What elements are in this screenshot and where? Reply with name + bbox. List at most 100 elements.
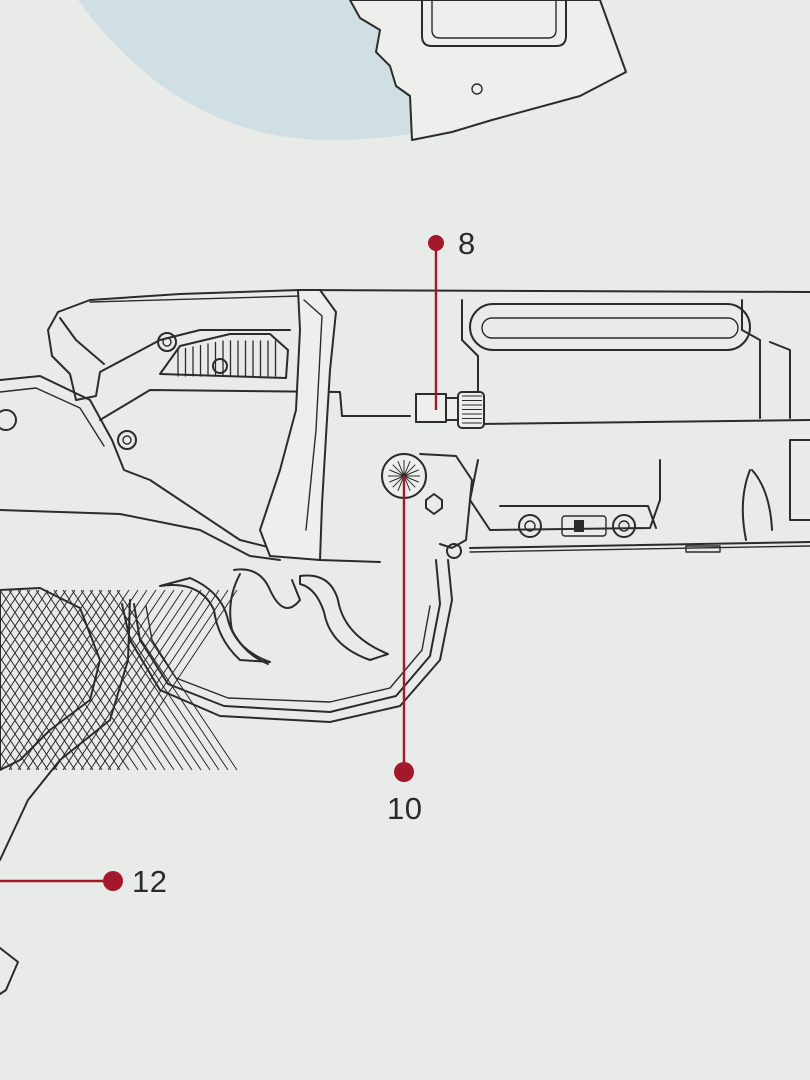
front-trigger: [159, 577, 271, 663]
hammer-outline: [47, 311, 291, 401]
hammer-plate-grooves: [177, 340, 277, 377]
bottom-tab: [685, 545, 721, 553]
set-trigger: [299, 574, 389, 661]
checker-line: [44, 589, 166, 771]
checker-line: [0, 589, 40, 650]
checker-line: [0, 724, 31, 771]
ejection-port: [469, 303, 751, 351]
slide-lever: [259, 289, 337, 561]
grip-frame-top-2: [0, 387, 105, 447]
ejection-port-inner: [481, 317, 739, 339]
receiver-right-block: [769, 341, 791, 419]
checker-line: [0, 589, 67, 690]
grip-back: [0, 599, 131, 861]
checker-line: [80, 589, 202, 771]
inset-part-outline: [349, 0, 627, 141]
checker-line: [0, 589, 94, 731]
checker-line: [53, 589, 175, 771]
callout-8-label: 8: [458, 226, 476, 261]
screw-collar: [445, 397, 459, 421]
lever-inner: [303, 299, 323, 531]
checker-line: [0, 697, 49, 771]
hex-nut: [425, 493, 443, 515]
receiver-top-inner: [89, 295, 301, 303]
callout-12-label: 12: [132, 864, 168, 899]
inset-pin-hole: [471, 83, 483, 95]
checker-line: [116, 589, 238, 771]
grip-checkering: [0, 589, 238, 771]
checker-line: [0, 629, 94, 771]
checker-line: [71, 589, 193, 771]
receiver-bottom-line-2: [469, 545, 810, 553]
screw-right: [612, 514, 636, 538]
pin-housing: [419, 453, 473, 549]
guard-pin: [446, 543, 462, 559]
screw-knurling: [462, 395, 482, 424]
inset-slot-inner: [431, 0, 557, 39]
cross-pin: [381, 453, 473, 559]
checker-line: [0, 589, 58, 677]
frame-lower-2: [99, 389, 411, 421]
receiver-right-step: [741, 299, 761, 419]
checker-line: [0, 683, 58, 771]
receiver-right-lower: [789, 439, 810, 521]
callout-8-dot: [428, 235, 444, 251]
rear-trigger: [233, 568, 301, 609]
hammer-spur: [59, 317, 105, 365]
adjustment-screw: [415, 391, 485, 429]
callout-10-dot: [394, 762, 414, 782]
trigger-guard-outer: [121, 559, 453, 723]
screw-left: [518, 514, 542, 538]
rear-screw: [0, 409, 17, 431]
checker-line: [0, 589, 76, 704]
hammer-plate: [159, 333, 289, 379]
receiver-lower-rail: [477, 419, 810, 425]
frame-screw: [117, 430, 137, 450]
checker-line: [17, 589, 139, 771]
screw-left-inner: [524, 520, 536, 532]
checker-line: [0, 589, 49, 663]
hammer-plate-outline: [159, 333, 289, 379]
inset-slot: [421, 0, 567, 47]
safety-switch: [518, 514, 636, 538]
lower-fragment: [0, 947, 19, 995]
checker-line: [98, 589, 220, 771]
screw-body: [415, 393, 447, 423]
trigger-group: [121, 559, 453, 723]
frame-screw-inner: [122, 435, 132, 445]
callout-10: [394, 476, 414, 782]
checker-line: [0, 589, 85, 717]
safety-switch-slider: [574, 520, 584, 532]
checker-line: [0, 589, 31, 636]
callout-8: [428, 235, 444, 410]
receiver-top-outline: [57, 289, 810, 313]
grip: [0, 587, 238, 861]
lever-outline: [259, 289, 337, 561]
checker-line: [0, 589, 121, 771]
checker-line: [0, 589, 22, 623]
hammer-pin-inner: [162, 337, 172, 347]
checker-line: [0, 737, 22, 771]
safety-plate: [499, 505, 657, 529]
hammer-plate-screw: [212, 358, 228, 374]
receiver-right-curve: [741, 469, 773, 541]
ejection-port-outer: [469, 303, 751, 351]
callout-12-dot: [103, 871, 123, 891]
callout-12: [0, 871, 123, 891]
trigger-guard-inner: [133, 559, 441, 713]
callout-10-label: 10: [387, 791, 423, 826]
receiver-front-step: [461, 299, 479, 425]
hammer-assembly: [0, 311, 411, 563]
safety-switch-housing: [561, 515, 607, 537]
trigger-curve-2: [229, 573, 269, 665]
checker-line: [0, 710, 40, 771]
receiver-mid-housing: [469, 459, 661, 531]
checker-line: [0, 589, 103, 744]
checker-line: [89, 589, 211, 771]
checker-line: [107, 589, 229, 771]
receiver-bottom-line: [469, 541, 810, 549]
frame-lower: [0, 509, 281, 561]
checker-line: [26, 589, 148, 771]
